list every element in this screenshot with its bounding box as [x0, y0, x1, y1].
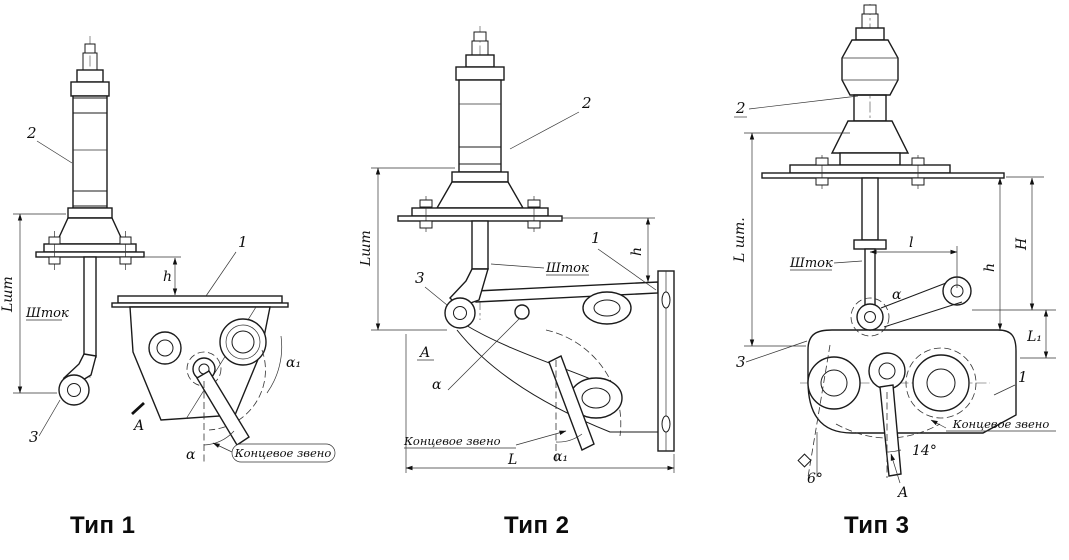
mounting-plate	[411, 207, 549, 217]
rod-pivot	[856, 303, 884, 331]
end-bracket	[456, 270, 675, 452]
dim-lsht-label: Lшт	[0, 276, 16, 313]
dim-lsht-label: Lшт	[360, 230, 374, 267]
section-label: A	[896, 485, 908, 501]
rod-end-lug	[58, 374, 90, 406]
callout-2: 2	[735, 99, 746, 117]
end-bracket	[111, 295, 289, 446]
figure-caption-type-1: Тип 1	[70, 512, 136, 539]
dim-l-label: l	[909, 235, 913, 251]
piston-rod	[471, 220, 489, 270]
dim-l1-label: L₁	[1026, 329, 1042, 345]
callout-1: 1	[591, 229, 601, 247]
dim-lsht-label: L шт.	[732, 217, 748, 263]
nut	[76, 69, 104, 83]
figure-type-1-drawing: Lшт Шток h 2 1 3 A α α₁ Концевое звено	[0, 36, 336, 463]
dim-alpha1-label: α₁	[286, 355, 301, 371]
mounting-plate	[43, 243, 137, 253]
rod-label: Шток	[789, 256, 833, 271]
end-link-bar	[548, 355, 595, 451]
bracket-bore-right	[912, 354, 970, 412]
end-link-bar	[196, 370, 250, 446]
mounting-bolts	[419, 196, 541, 232]
damper-body	[72, 95, 108, 209]
swing-arc	[208, 349, 266, 431]
dimension-lines	[371, 167, 675, 473]
callout-3: 3	[29, 428, 39, 446]
damper-body	[458, 79, 502, 173]
end-bracket	[800, 276, 1017, 477]
mounting-plate	[789, 164, 951, 174]
callout-2: 2	[581, 94, 592, 112]
bracket-bore	[219, 318, 267, 366]
section-mark	[131, 401, 145, 416]
dim-alpha-label: α	[186, 447, 196, 463]
dim-6deg-label: 6°	[807, 471, 823, 487]
datum-mark	[797, 453, 812, 468]
callout-1: 1	[238, 233, 248, 251]
figure-caption-type-2: Тип 2	[504, 512, 570, 539]
dim-h-label: h	[163, 269, 172, 285]
figure-type-2-drawing: Lшт h L 2 1 3 Шток A α α₁ Концевое звено	[360, 26, 675, 473]
pivot	[514, 304, 530, 320]
damper-assembly	[397, 31, 563, 232]
callout-3: 3	[415, 269, 425, 287]
dim-H-label: H	[1014, 237, 1030, 251]
piston-rod	[861, 177, 879, 241]
dimension-lines	[744, 132, 1056, 359]
rod-label: Шток	[25, 306, 69, 321]
mounting-bolts	[815, 155, 925, 189]
callout-3: 3	[736, 353, 746, 371]
figure-caption-type-3: Тип 3	[844, 512, 910, 539]
dim-h-label: h	[982, 263, 998, 272]
dim-alpha-label: α	[892, 287, 902, 303]
dim-L-label: L	[507, 452, 517, 468]
end-link-label: Концевое звено	[952, 417, 1050, 431]
end-link-label: Концевое звено	[234, 446, 332, 460]
rod-label: Шток	[545, 261, 589, 276]
nut	[855, 27, 885, 41]
rod-end-lug	[444, 297, 476, 329]
dimension-lines	[13, 213, 181, 394]
callout-2: 2	[26, 124, 37, 142]
view-arrow	[890, 453, 901, 484]
section-label: A	[418, 345, 430, 361]
end-link-label-box	[231, 443, 336, 463]
bellows	[841, 39, 899, 96]
mounting-bolts	[48, 231, 132, 270]
piston-rod	[83, 256, 97, 358]
section-label: A	[132, 418, 144, 434]
figure-type-3-drawing: L шт. l H h L₁ α 14° 6° A 2 3 1 Шток Кон…	[732, 4, 1056, 501]
callout-1: 1	[1018, 368, 1028, 386]
dim-alpha-label: α	[432, 377, 442, 393]
bracket-bore	[582, 291, 632, 325]
bracket-bore-left	[807, 356, 861, 410]
dim-h-label: h	[629, 247, 645, 256]
end-link-label: Концевое звено	[403, 434, 501, 448]
bracket-body	[807, 329, 1017, 434]
link-pivot-bore	[868, 352, 906, 390]
damper-assembly	[761, 4, 1005, 312]
nut	[465, 54, 495, 68]
end-link-bar	[879, 384, 902, 477]
damper-assembly	[35, 43, 145, 270]
dim-14deg-label: 14°	[912, 443, 937, 459]
dim-alpha1-label: α₁	[553, 449, 568, 465]
